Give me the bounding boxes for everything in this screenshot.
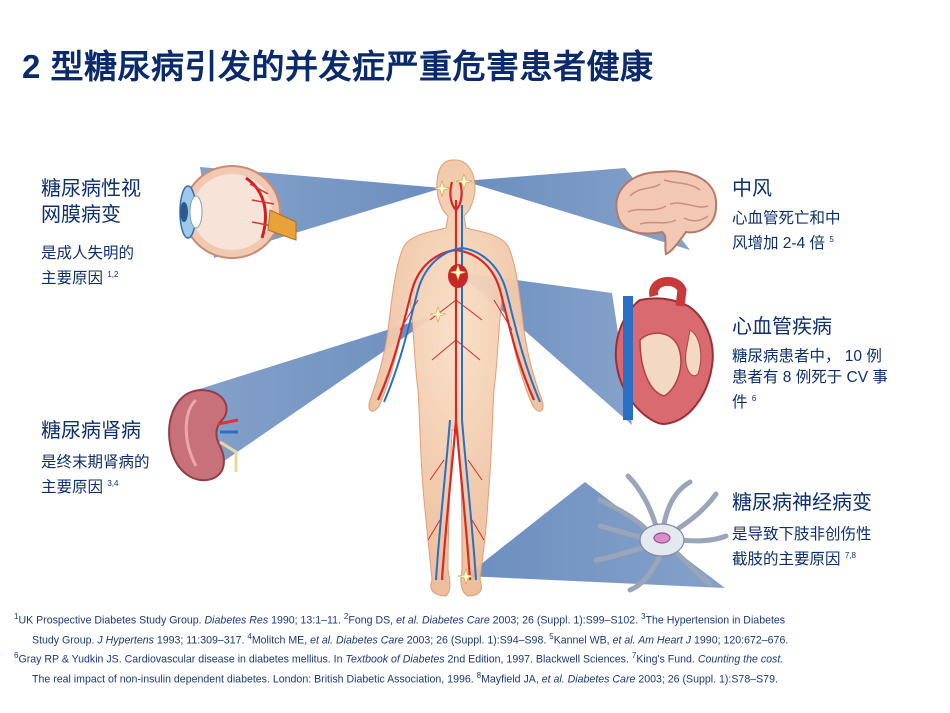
ref-text: Molitch ME, — [251, 634, 311, 647]
cvd-desc-line3: 件 — [732, 394, 748, 412]
human-body-illustration — [368, 159, 544, 597]
ref-journal: Textbook of Diabetes — [345, 654, 445, 666]
ref-journal: J Hypertens — [97, 634, 154, 647]
retinopathy-desc-line1: 是成人失明的 — [41, 245, 135, 262]
ref-text: Gray RP & Yudkin JS. Cardiovascular dise… — [18, 654, 346, 666]
page-title: 2 型糖尿病引发的并发症严重危害患者健康 — [22, 48, 654, 85]
ref-text: The Hypertension in Diabetes — [645, 614, 786, 627]
heart-illustration — [614, 277, 714, 426]
ref-marker: 7 — [631, 651, 637, 661]
ref-text: 1990; 13:1–11. — [268, 614, 344, 627]
ref-text: 1993; 11:309–317. — [153, 634, 248, 647]
ref-text: 2nd Edition, 1997. Blackwell Sciences. — [444, 654, 632, 666]
neuropathy-desc-line1: 是导致下肢非创伤性 — [732, 526, 872, 543]
ref-marker: 5 — [549, 631, 554, 641]
retinopathy-heading-line1: 糖尿病性视 — [41, 178, 141, 200]
beam-foot — [466, 482, 725, 588]
ref-text: King's Fund. — [636, 654, 698, 666]
sparkle-icon — [429, 173, 475, 585]
stroke-desc-line1: 心血管死亡和中 — [732, 210, 841, 227]
beam-kidney — [190, 314, 438, 468]
neuropathy-description: 是导致下肢非创伤性 截肢的主要原因 7,8 — [732, 524, 872, 570]
ref-text: Kannel WB, — [553, 634, 613, 647]
cvd-description: 糖尿病患者中， 10 例 患者有 8 例死于 CV 事 件 6 — [732, 346, 888, 413]
stroke-description: 心血管死亡和中 风增加 2-4 倍 5 — [732, 208, 841, 254]
reference-line-3: 6Gray RP & Yudkin JS. Cardiovascular dis… — [14, 648, 939, 668]
brain-illustration — [615, 170, 718, 256]
ref-text: Study Group. — [32, 634, 98, 647]
neuropathy-citation: 7,8 — [844, 551, 856, 560]
cvd-heading: 心血管疾病 — [732, 316, 832, 338]
retinopathy-heading-line2: 网膜病变 — [41, 204, 121, 226]
eye-illustration — [179, 165, 297, 259]
stroke-heading: 中风 — [732, 178, 772, 200]
ref-marker: 1 — [14, 612, 19, 621]
reference-line-2: Study Group. J Hypertens 1993; 11:309–31… — [14, 629, 939, 649]
ref-journal: et al. Diabetes Care — [396, 614, 490, 627]
ref-marker: 2 — [343, 612, 349, 621]
neuropathy-desc-line2: 截肢的主要原因 — [732, 551, 841, 569]
nephropathy-description: 是终末期肾病的 主要原因 3,4 — [41, 452, 150, 498]
cvd-desc-line2: 患者有 8 例死于 CV 事 — [732, 369, 888, 386]
ref-marker: 3 — [641, 612, 646, 621]
ref-text: 2003; 26 (Suppl. 1):S94–S98. — [403, 634, 550, 647]
nephropathy-citation: 3,4 — [107, 479, 119, 488]
stroke-desc-line2: 风增加 2-4 倍 — [732, 235, 826, 253]
ref-text: The real impact of non-insulin dependent… — [32, 673, 477, 686]
retinopathy-heading: 糖尿病性视 网膜病变 — [41, 176, 141, 228]
retinopathy-description: 是成人失明的 主要原因 1,2 — [41, 243, 134, 289]
kidney-illustration — [168, 388, 239, 482]
stroke-citation: 5 — [829, 235, 834, 244]
ref-text: 2003; 26 (Suppl. 1):S99–S102. — [489, 614, 642, 627]
nephropathy-desc-line2: 主要原因 — [41, 479, 104, 497]
cvd-citation: 6 — [751, 394, 757, 403]
ref-journal: Counting the cost. — [697, 654, 784, 666]
ref-marker: 6 — [14, 651, 19, 661]
ref-text: Fong DS, — [348, 614, 397, 627]
ref-text: Mayfield JA, — [481, 673, 542, 686]
ref-journal: et al. Diabetes Care — [310, 634, 404, 647]
neuropathy-heading: 糖尿病神经病变 — [732, 492, 872, 514]
ref-journal: et al. Diabetes Care — [541, 673, 636, 686]
ref-text: 2003; 26 (Suppl. 1):S78–S79. — [635, 673, 778, 686]
cvd-desc-line1: 糖尿病患者中， 10 例 — [732, 348, 882, 365]
ref-marker: 8 — [476, 671, 482, 681]
nephropathy-heading: 糖尿病肾病 — [41, 420, 141, 442]
references: 1UK Prospective Diabetes Study Group. Di… — [14, 609, 939, 688]
reference-line-1: 1UK Prospective Diabetes Study Group. Di… — [14, 609, 939, 629]
neuron-illustration — [593, 473, 729, 593]
ref-text: 1990; 120:672–676. — [691, 634, 789, 647]
ref-journal: Diabetes Res — [204, 614, 269, 627]
nephropathy-desc-line1: 是终末期肾病的 — [41, 454, 150, 471]
ref-journal: et al. Am Heart J — [612, 634, 692, 647]
retinopathy-desc-line2: 主要原因 — [41, 270, 104, 288]
retinopathy-citation: 1,2 — [107, 270, 119, 279]
beam-heart — [458, 272, 632, 425]
ref-marker: 4 — [247, 631, 252, 641]
reference-line-4: The real impact of non-insulin dependent… — [14, 668, 939, 688]
ref-text: UK Prospective Diabetes Study Group. — [18, 614, 205, 627]
